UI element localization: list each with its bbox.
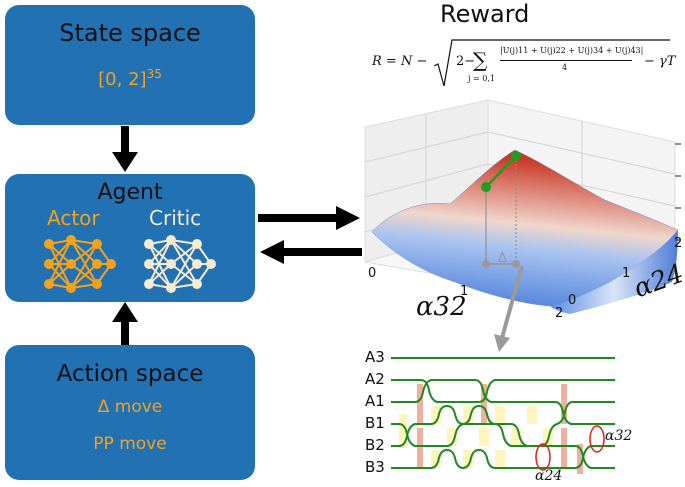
plot-x-tick-2: 2: [555, 306, 563, 321]
braid-row-label-a1: A1: [365, 392, 385, 410]
action-space-box: Action space Δ move PP move: [5, 345, 255, 480]
plot-delta-label: Δ: [498, 251, 507, 266]
braid-highlight-alpha32: [589, 425, 605, 453]
braid-row-label-b3: B3: [365, 458, 385, 476]
arrow-state-to-agent: [112, 126, 138, 172]
reward-title: Reward: [440, 0, 530, 28]
agent-title: Agent: [97, 180, 163, 205]
plot-surface: [371, 149, 679, 307]
braid-diagram: A3 A2 A1 B1 B2 B3 α32: [365, 348, 685, 487]
critic-label: Critic: [149, 206, 202, 230]
braid-row-label-b1: B1: [365, 414, 385, 432]
formula-sum-subscript: j = 0,1: [468, 74, 495, 83]
state-space-title: State space: [59, 19, 201, 47]
plot-y-tick-1: 1: [622, 266, 630, 281]
state-space-interval: [0, 2]: [98, 69, 147, 90]
formula-lhs: R = N −: [372, 54, 428, 69]
pointer-arrow: [494, 265, 524, 352]
formula-sqrt-sign: [434, 39, 670, 87]
reward-surface-plot: Δ 0 1 2 0 1 2: [364, 99, 682, 321]
plot-floor-point-2: [512, 260, 520, 268]
braid-highlight-alpha24: [535, 443, 551, 471]
braid-row-label-a3: A3: [365, 348, 385, 366]
formula-sum-sign: ∑: [473, 48, 488, 72]
action-pp-move: PP move: [93, 434, 167, 454]
arrow-agent-to-environment: [258, 206, 360, 230]
formula-two: 2−: [456, 54, 476, 69]
plot-y-tick-2: 2: [674, 236, 682, 251]
plot-surface-front: [550, 230, 678, 314]
actor-label: Actor: [47, 206, 100, 230]
state-space-box: State space [0, 2]35: [5, 5, 255, 125]
plot-x-tick-1: 1: [460, 284, 468, 299]
plot-path-point-end: [511, 151, 521, 161]
state-space-value: [0, 2]35: [5, 67, 255, 90]
plot-y-tick-0: 0: [568, 293, 576, 308]
formula-denominator: 4: [562, 63, 568, 72]
formula-tail: − γT: [644, 54, 676, 69]
plot-x-axis-label: α32: [416, 292, 467, 322]
arrow-action-to-agent: [112, 302, 138, 346]
braid-row-label-b2: B2: [365, 436, 385, 454]
braid-row-label-a2: A2: [365, 370, 385, 388]
reward-formula: R = N − 2− ∑ j = 0,1 |U(j)11 + U(j)22 + …: [372, 38, 676, 90]
plot-path-point-start: [481, 182, 491, 192]
braid-label-alpha24: α24: [535, 468, 563, 484]
state-space-exponent: 35: [146, 67, 162, 81]
plot-optimization-path: [485, 155, 517, 188]
action-delta-move: Δ move: [97, 397, 163, 417]
actor-network-icon: [44, 235, 116, 293]
formula-fraction-bar: [500, 60, 632, 61]
formula-numerator: |U(j)11 + U(j)22 + U(j)34 + U(j)43|: [500, 46, 644, 55]
braid-label-alpha32: α32: [605, 428, 633, 444]
action-space-title: Action space: [56, 361, 204, 387]
plot-x-axis-label-text: α32: [416, 292, 467, 322]
plot-floor-point-1: [482, 260, 490, 268]
agent-box: Agent Actor Critic: [5, 174, 255, 302]
braid-strands: [391, 357, 615, 474]
plot-x-tick-0: 0: [368, 266, 376, 281]
critic-network-icon: [144, 235, 216, 293]
arrow-environment-to-agent: [260, 240, 362, 264]
